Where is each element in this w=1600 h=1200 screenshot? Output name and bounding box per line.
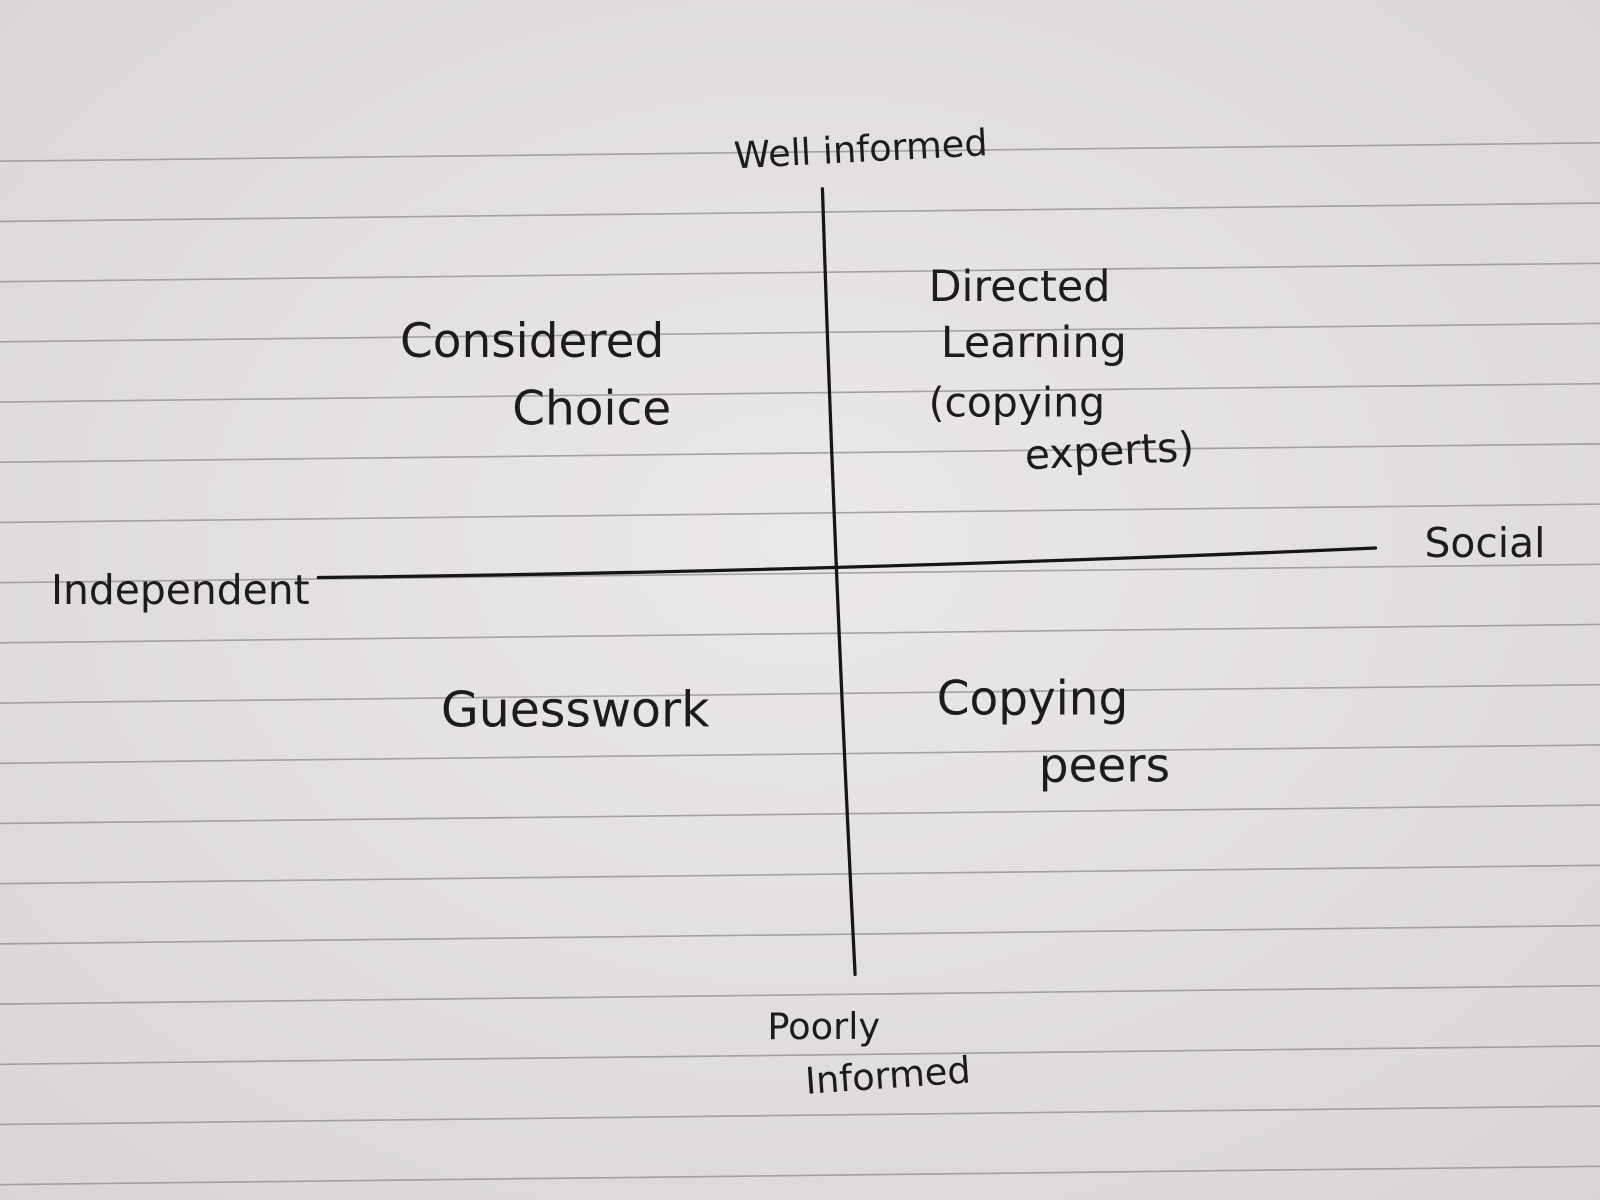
ruled-line (0, 924, 1600, 945)
ruled-line (0, 1165, 1600, 1186)
quadrant-text: Learning (941, 318, 1127, 368)
ruled-line (0, 1105, 1600, 1126)
ruled-line (0, 864, 1600, 885)
ruled-line (0, 142, 1600, 163)
quadrant-guesswork: Guesswork (441, 682, 710, 739)
ruled-line (0, 503, 1600, 524)
axis-label-social: Social (1424, 519, 1545, 567)
quadrant-text: peers (1039, 739, 1170, 794)
quadrant-text: (copying (929, 378, 1105, 426)
quadrant-text: Considered (400, 314, 664, 369)
ruled-line (0, 1045, 1600, 1066)
ruled-lines (0, 142, 1600, 1186)
quadrant-considered-choice: Considered Choice (400, 314, 671, 436)
axis-label-independent: Independent (51, 566, 310, 614)
quadrant-text: Copying (937, 671, 1129, 726)
vertical-axis (820, 187, 857, 977)
ruled-line (0, 322, 1600, 343)
ruled-line (0, 262, 1600, 283)
ruled-line (0, 382, 1600, 403)
quadrant-copying-peers: Copying peers (937, 671, 1170, 793)
quadrant-text: Choice (512, 381, 671, 436)
quadrant-text: Directed (929, 262, 1111, 312)
quadrant-directed-learning: Directed Learning (copying experts) (929, 262, 1196, 479)
quadrant-text: Guesswork (441, 682, 710, 739)
ruled-line (0, 202, 1600, 223)
ruled-line (0, 443, 1600, 464)
ruled-line (0, 804, 1600, 825)
ruled-line (0, 563, 1600, 584)
ruled-line (0, 744, 1600, 765)
ruled-line (0, 623, 1600, 644)
ruled-line (0, 984, 1600, 1005)
axis-label-poorly: Poorly (767, 1005, 880, 1048)
ruled-line (0, 683, 1600, 704)
horizontal-axis (316, 546, 1378, 580)
quadrant-text: experts) (1024, 423, 1196, 480)
